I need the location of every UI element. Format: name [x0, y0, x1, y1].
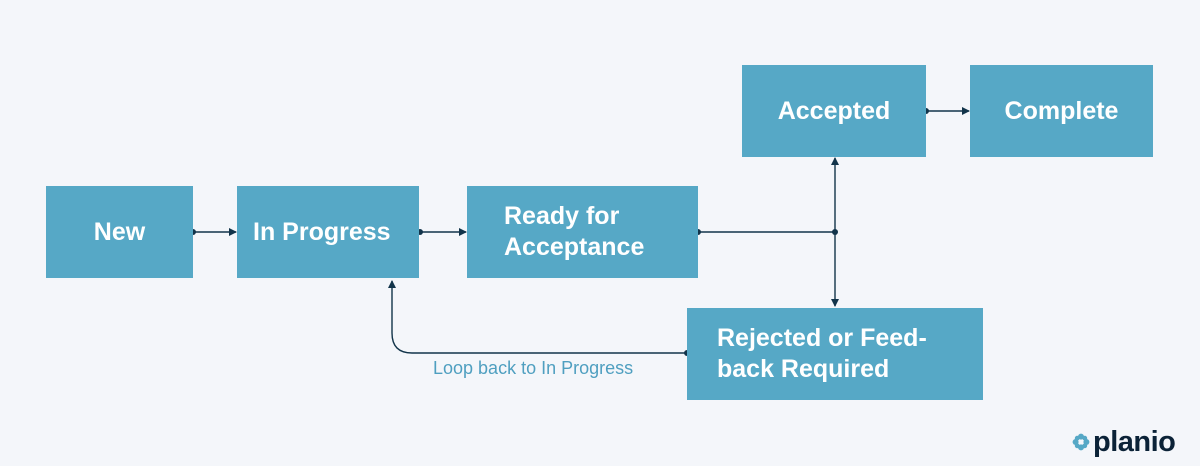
planio-logo-text: planio	[1093, 425, 1176, 458]
node-complete-label: Complete	[1005, 96, 1119, 127]
node-accepted: Accepted	[742, 65, 926, 157]
node-rejected-label: Rejected or Feed- back Required	[717, 323, 927, 385]
node-in-progress: In Progress	[237, 186, 419, 278]
node-new: New	[46, 186, 193, 278]
node-rejected-or-feedback-required: Rejected or Feed- back Required	[687, 308, 983, 400]
node-complete-line-1: Complete	[1004, 96, 1119, 125]
planio-logo: planio	[1072, 424, 1176, 460]
node-ready-line-2: Acceptance	[504, 233, 645, 261]
edge-loop-back	[388, 280, 687, 354]
node-ready-label: Ready for Acceptance	[504, 201, 644, 263]
node-new-line-1: New	[93, 217, 146, 246]
node-in-progress-label: In Progress	[253, 217, 391, 248]
node-rejected-line-1: Rejected or Feed-	[717, 324, 927, 352]
node-in-progress-line-1: In Progress	[253, 217, 391, 246]
planio-flower-icon	[1072, 433, 1090, 451]
node-accepted-label: Accepted	[778, 96, 891, 127]
node-complete: Complete	[970, 65, 1153, 157]
node-ready-line-1: Ready for	[504, 202, 620, 230]
loop-back-label: Loop back to In Progress	[433, 358, 634, 378]
node-accepted-line-1: Accepted	[777, 96, 891, 125]
node-ready-for-acceptance: Ready for Acceptance	[467, 186, 698, 278]
node-new-label: New	[94, 217, 145, 248]
node-rejected-line-2: back Required	[717, 355, 890, 383]
